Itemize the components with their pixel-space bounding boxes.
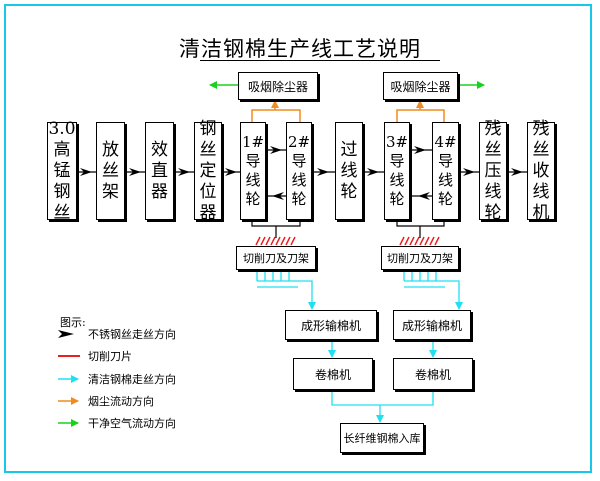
wire-arrow-8 xyxy=(367,168,379,176)
legend-item: 干净空气流动方向 xyxy=(56,416,176,430)
legend-label: 切削刀片 xyxy=(88,350,132,363)
guide-wheel-1-box: 1#导线轮 xyxy=(240,122,266,220)
roller-1-box: 卷棉机 xyxy=(293,358,373,390)
residual-winder-box: 残丝收线机 xyxy=(527,119,555,223)
straightener-box: 效直器 xyxy=(145,122,174,220)
wire-arrow-2 xyxy=(129,168,141,176)
wire-arrow-7 xyxy=(317,168,329,176)
diagram-border xyxy=(4,4,592,473)
title-underline xyxy=(200,60,440,61)
legend-label: 清洁钢棉走丝方向 xyxy=(88,373,176,386)
manganese-wire-box: 3.0高锰钢丝 xyxy=(47,118,77,223)
cutter-1-box: 切削刀及刀架 xyxy=(236,246,316,270)
clean-wool-flow xyxy=(256,271,463,423)
legend-title: 图示: xyxy=(60,316,86,329)
payoff-stand-box: 放丝架 xyxy=(96,122,125,220)
wire-arrow-1 xyxy=(80,168,92,176)
dust-collector-1-box: 吸烟除尘器 xyxy=(238,72,318,100)
wire-arrow-12 xyxy=(511,168,523,176)
forming-conveyor-2-box: 成形输棉机 xyxy=(393,310,471,340)
diagram-title: 清洁钢棉生产线工艺说明 xyxy=(179,37,421,61)
legend-item: 烟尘流动方向 xyxy=(56,394,154,408)
dust-collector-2-box: 吸烟除尘器 xyxy=(383,72,458,100)
smoke-flow xyxy=(251,100,445,122)
wire-arrow-9 xyxy=(414,146,426,154)
legend-item: 不锈钢丝走丝方向 xyxy=(56,327,176,341)
legend-symbols xyxy=(58,330,80,427)
guide-wheel-4-box: 4#导线轮 xyxy=(432,122,459,220)
wire-arrow-3 xyxy=(178,168,190,176)
residual-press-wheel-box: 残丝压线轮 xyxy=(479,119,507,223)
wire-arrow-5 xyxy=(270,146,282,154)
black-arrow-icon xyxy=(58,330,74,338)
cutter-blades xyxy=(255,236,440,246)
legend-label: 不锈钢丝走丝方向 xyxy=(88,328,176,341)
wire-positioner-box: 钢丝定位器 xyxy=(194,119,222,223)
legend-item: 清洁钢棉走丝方向 xyxy=(56,372,176,386)
cutter-2-box: 切削刀及刀架 xyxy=(381,246,459,270)
cutter-connections xyxy=(251,220,445,238)
roller-2-box: 卷棉机 xyxy=(393,358,473,390)
wire-arrow-6 xyxy=(272,192,284,200)
forming-conveyor-1-box: 成形输棉机 xyxy=(285,310,377,340)
legend-label: 烟尘流动方向 xyxy=(88,395,154,408)
guide-wheel-3-box: 3#导线轮 xyxy=(384,122,410,220)
warehouse-box: 长纤维钢棉入库 xyxy=(340,423,424,453)
wire-arrow-10 xyxy=(418,192,430,200)
guide-wheel-2-box: 2#导线轮 xyxy=(286,122,312,220)
legend-label: 干净空气流动方向 xyxy=(88,417,176,430)
wire-arrow-4 xyxy=(225,168,237,176)
legend-item: 切削刀片 xyxy=(56,349,132,363)
wire-direction-arrows xyxy=(80,146,523,200)
wire-arrow-11 xyxy=(463,168,475,176)
transfer-wheel-box: 过线轮 xyxy=(335,122,363,220)
